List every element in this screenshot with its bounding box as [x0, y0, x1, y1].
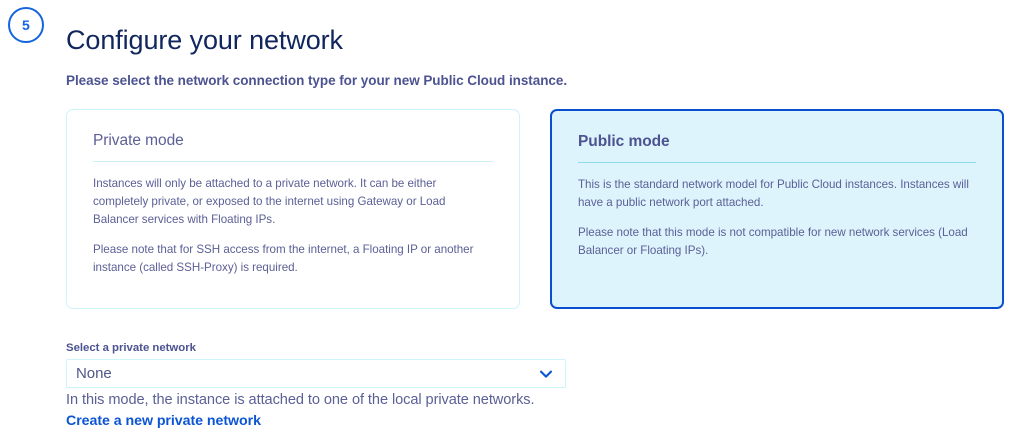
step-number-label: 5: [22, 17, 30, 33]
card-paragraph: This is the standard network model for P…: [578, 178, 969, 209]
card-divider: [578, 162, 976, 163]
card-paragraph: Please note that this mode is not compat…: [578, 225, 968, 257]
create-private-network-link[interactable]: Create a new private network: [66, 413, 261, 429]
card-paragraph: Please note that for SSH access from the…: [93, 242, 474, 274]
network-mode-card-private[interactable]: Private mode Instances will only be atta…: [66, 109, 520, 309]
card-title-private: Private mode: [93, 132, 184, 149]
network-mode-card-public[interactable]: Public mode This is the standard network…: [550, 109, 1004, 309]
private-network-hint: In this mode, the instance is attached t…: [66, 392, 535, 408]
card-paragraph: Instances will only be attached to a pri…: [93, 177, 446, 226]
page-subtitle: Please select the network connection typ…: [66, 72, 568, 88]
private-network-select-value: None: [76, 365, 112, 382]
step-number-badge: 5: [8, 7, 44, 43]
card-divider: [93, 161, 493, 162]
network-mode-card-group: Private mode Instances will only be atta…: [66, 109, 1004, 309]
private-network-select[interactable]: None: [66, 359, 566, 388]
page-title: Configure your network: [66, 25, 343, 56]
private-network-select-label: Select a private network: [66, 342, 196, 354]
card-title-public: Public mode: [578, 133, 670, 150]
chevron-down-icon[interactable]: [538, 366, 554, 382]
private-network-select-block: Select a private network None In this mo…: [66, 342, 586, 430]
